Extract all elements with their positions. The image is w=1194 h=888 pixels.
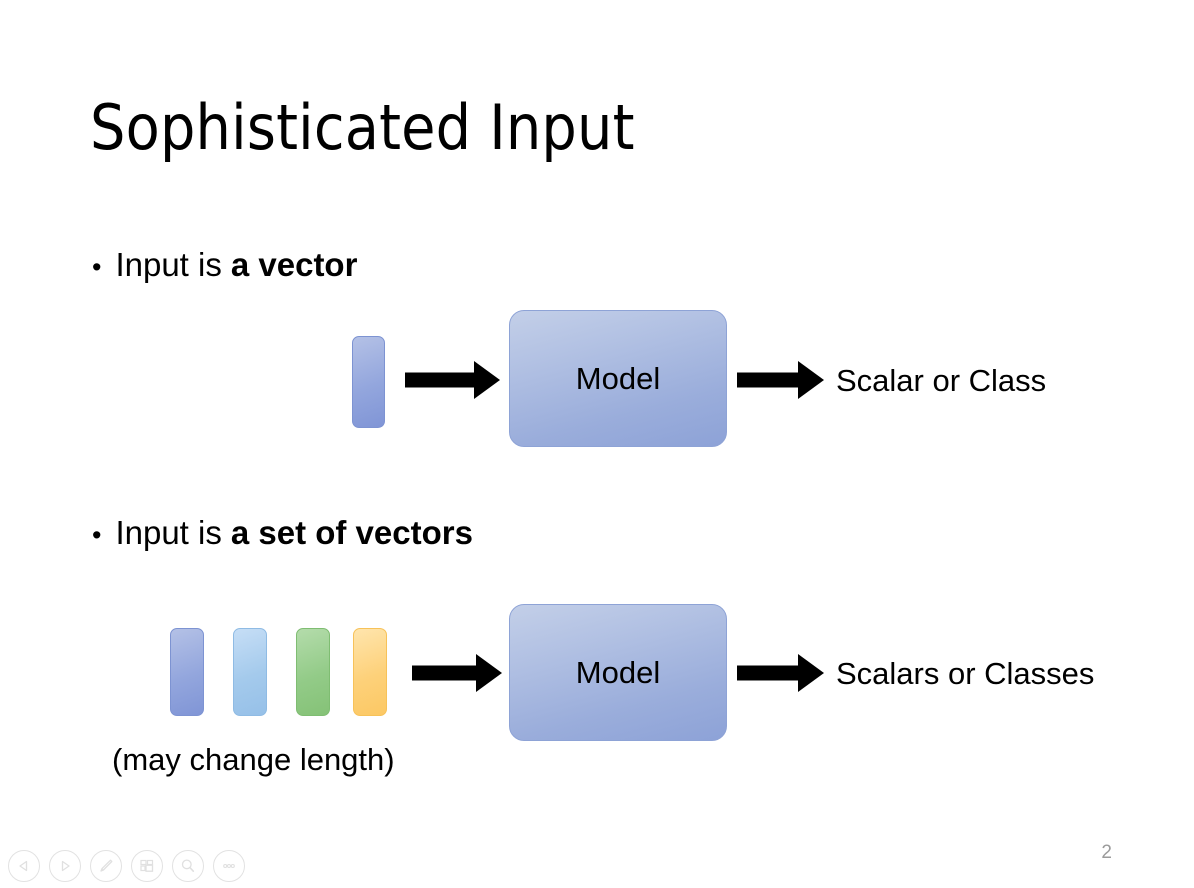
vector-bar-2-row-2 — [233, 628, 267, 716]
output-label-row-2: Scalars or Classes — [836, 656, 1095, 691]
triangle-right-icon — [61, 860, 70, 872]
bullet-item-vector-set: • Input is a set of vectors — [92, 513, 473, 555]
bullet-lead-text: Input is — [115, 246, 222, 283]
vector-bar-3-row-2 — [296, 628, 330, 716]
pen-tool-button[interactable] — [90, 850, 122, 882]
triangle-left-icon — [19, 860, 28, 872]
all-slides-button[interactable] — [131, 850, 163, 882]
arrow-shaft — [737, 665, 799, 681]
arrow-head — [476, 654, 502, 692]
slides-grid-icon — [140, 859, 154, 872]
previous-slide-button[interactable] — [8, 850, 40, 882]
model-label: Model — [575, 654, 661, 690]
output-label-row-1: Scalar or Class — [836, 363, 1047, 398]
model-box-row-2: Model — [509, 604, 727, 741]
magnifier-icon — [181, 859, 195, 872]
bullet-strong-text: a set of vectors — [230, 514, 473, 551]
page-number: 2 — [1101, 842, 1112, 863]
arrow-head — [798, 654, 824, 692]
vector-bar-4-row-2 — [353, 628, 387, 716]
bullet-strong-text: a vector — [230, 246, 358, 283]
bullet-marker-icon: • — [92, 520, 102, 550]
presenter-toolbar — [8, 850, 245, 882]
arrow-input-to-model-row-2 — [412, 654, 507, 692]
vector-bar-1-row-1 — [352, 336, 385, 428]
pen-icon — [100, 859, 113, 872]
arrow-model-to-output-row-2 — [737, 654, 832, 692]
vector-bar-1-row-2 — [170, 628, 204, 716]
model-label: Model — [575, 360, 661, 396]
model-box-row-1: Model — [509, 310, 727, 447]
arrow-model-to-output-row-1 — [737, 361, 832, 399]
next-slide-button[interactable] — [49, 850, 81, 882]
length-caption: (may change length) — [112, 742, 395, 777]
page-title: Sophisticated Input — [90, 91, 635, 164]
arrow-head — [798, 361, 824, 399]
more-options-button[interactable] — [213, 850, 245, 882]
bullet-marker-icon: • — [92, 252, 102, 282]
ellipsis-icon — [223, 863, 235, 869]
arrow-shaft — [405, 372, 475, 388]
arrow-head — [474, 361, 500, 399]
zoom-button[interactable] — [172, 850, 204, 882]
bullet-item-vector: • Input is a vector — [92, 245, 357, 287]
arrow-shaft — [412, 665, 477, 681]
arrow-shaft — [737, 372, 799, 388]
bullet-lead-text: Input is — [115, 514, 222, 551]
arrow-input-to-model-row-1 — [405, 361, 500, 399]
